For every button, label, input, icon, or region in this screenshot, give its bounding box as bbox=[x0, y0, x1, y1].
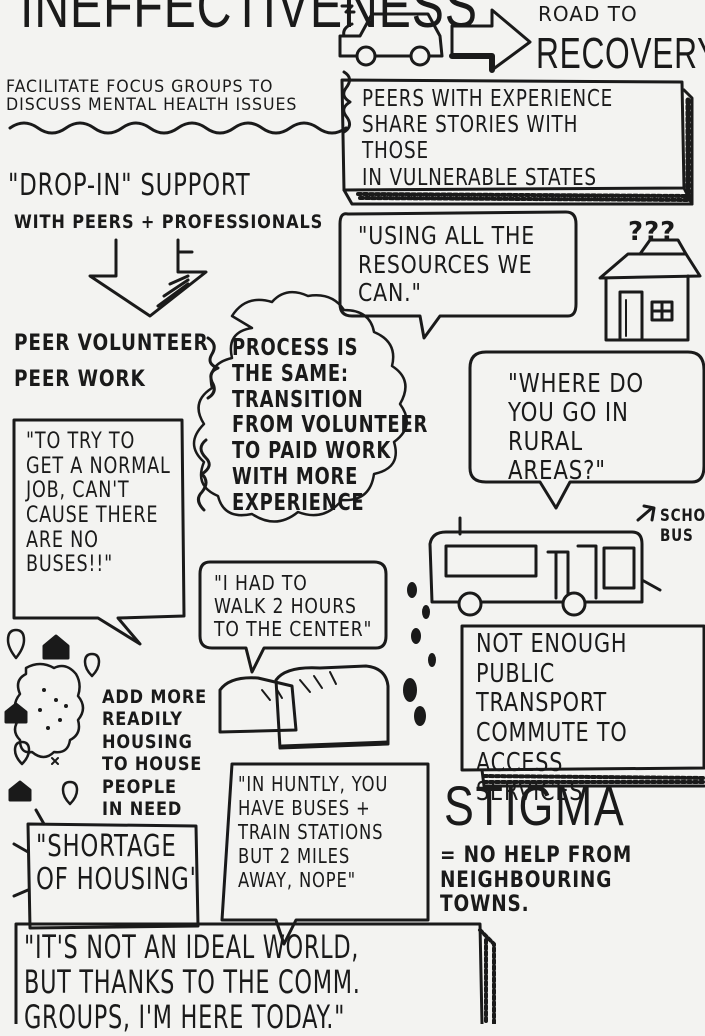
process-brace bbox=[197, 438, 211, 512]
peers-experience-note: PEERS WITH EXPERIENCE SHARE STORIES WITH… bbox=[362, 86, 614, 191]
heading-recovery: RECOVERY bbox=[536, 29, 705, 78]
ideal-world-box bbox=[14, 922, 496, 1024]
sparkle-mark bbox=[51, 757, 59, 765]
bus-icon bbox=[428, 516, 662, 617]
drop-in-subtitle: WITH PEERS + PROFESSIONALS bbox=[14, 211, 324, 233]
map-icon bbox=[4, 628, 101, 806]
peer-roles-brace bbox=[206, 336, 220, 400]
huntly-speech-bubble bbox=[220, 762, 430, 946]
peer-work-label: PEER WORK bbox=[14, 367, 146, 392]
school-bus-label: SCHOOL BUS bbox=[660, 506, 705, 547]
resources-quote: "USING ALL THE RESOURCES WE CAN." bbox=[358, 221, 535, 307]
focus-groups-squiggle bbox=[8, 121, 348, 135]
focus-groups-note: FACILITATE FOCUS GROUPS TO DISCUSS MENTA… bbox=[6, 77, 298, 116]
shortage-speech-bubble bbox=[12, 808, 200, 930]
process-note: PROCESS IS THE SAME: TRANSITION FROM VOL… bbox=[232, 335, 429, 516]
footprints-icon bbox=[403, 582, 436, 726]
car-icon bbox=[338, 12, 444, 67]
shortage-quote: "SHORTAGE OF HOUSING" bbox=[36, 829, 201, 897]
house-icon bbox=[598, 238, 702, 342]
stigma-note: = NO HELP FROM NEIGHBOURING TOWNS. bbox=[440, 843, 633, 918]
transport-box bbox=[460, 624, 705, 788]
drop-in-title: "DROP-IN" SUPPORT bbox=[8, 168, 251, 203]
question-marks: ??? bbox=[628, 217, 677, 247]
school-bus-arrow bbox=[636, 504, 656, 522]
transport-note: NOT ENOUGH PUBLIC TRANSPORT COMMUTE TO A… bbox=[476, 629, 628, 808]
huntly-quote: "IN HUNTLY, YOU HAVE BUSES + TRAIN STATI… bbox=[238, 772, 389, 892]
stigma-heading: STIGMA bbox=[444, 774, 626, 837]
arrow-right-icon bbox=[449, 8, 532, 73]
heading-road-to: ROAD TO bbox=[538, 2, 638, 26]
focus-groups-brace bbox=[342, 70, 352, 134]
walk-quote: "I HAD TO WALK 2 HOURS TO THE CENTER" bbox=[214, 571, 373, 641]
peer-volunteer-label: PEER VOLUNTEER bbox=[14, 331, 209, 356]
normal-job-quote: "TO TRY TO GET A NORMAL JOB, CAN'T CAUSE… bbox=[26, 429, 171, 578]
resources-speech-bubble bbox=[338, 210, 578, 340]
ideal-world-quote: "IT'S NOT AN IDEAL WORLD, BUT THANKS TO … bbox=[24, 928, 361, 1036]
heading-ineffectiveness: INEFFECTIVENESS bbox=[20, 0, 478, 41]
zigzag-mark bbox=[340, 4, 356, 14]
process-thought-cloud bbox=[192, 290, 408, 523]
housing-note: ADD MORE READILY HOUSING TO HOUSE PEOPLE… bbox=[102, 686, 208, 821]
normal-job-speech-bubble bbox=[12, 418, 186, 646]
arrow-down-icon bbox=[88, 238, 208, 318]
walk-speech-bubble bbox=[198, 560, 388, 674]
peers-experience-box bbox=[340, 78, 694, 206]
rural-speech-bubble bbox=[468, 350, 705, 510]
shoes-icon bbox=[218, 664, 390, 750]
rural-quote: "WHERE DO YOU GO IN RURAL AREAS?" bbox=[508, 369, 645, 487]
